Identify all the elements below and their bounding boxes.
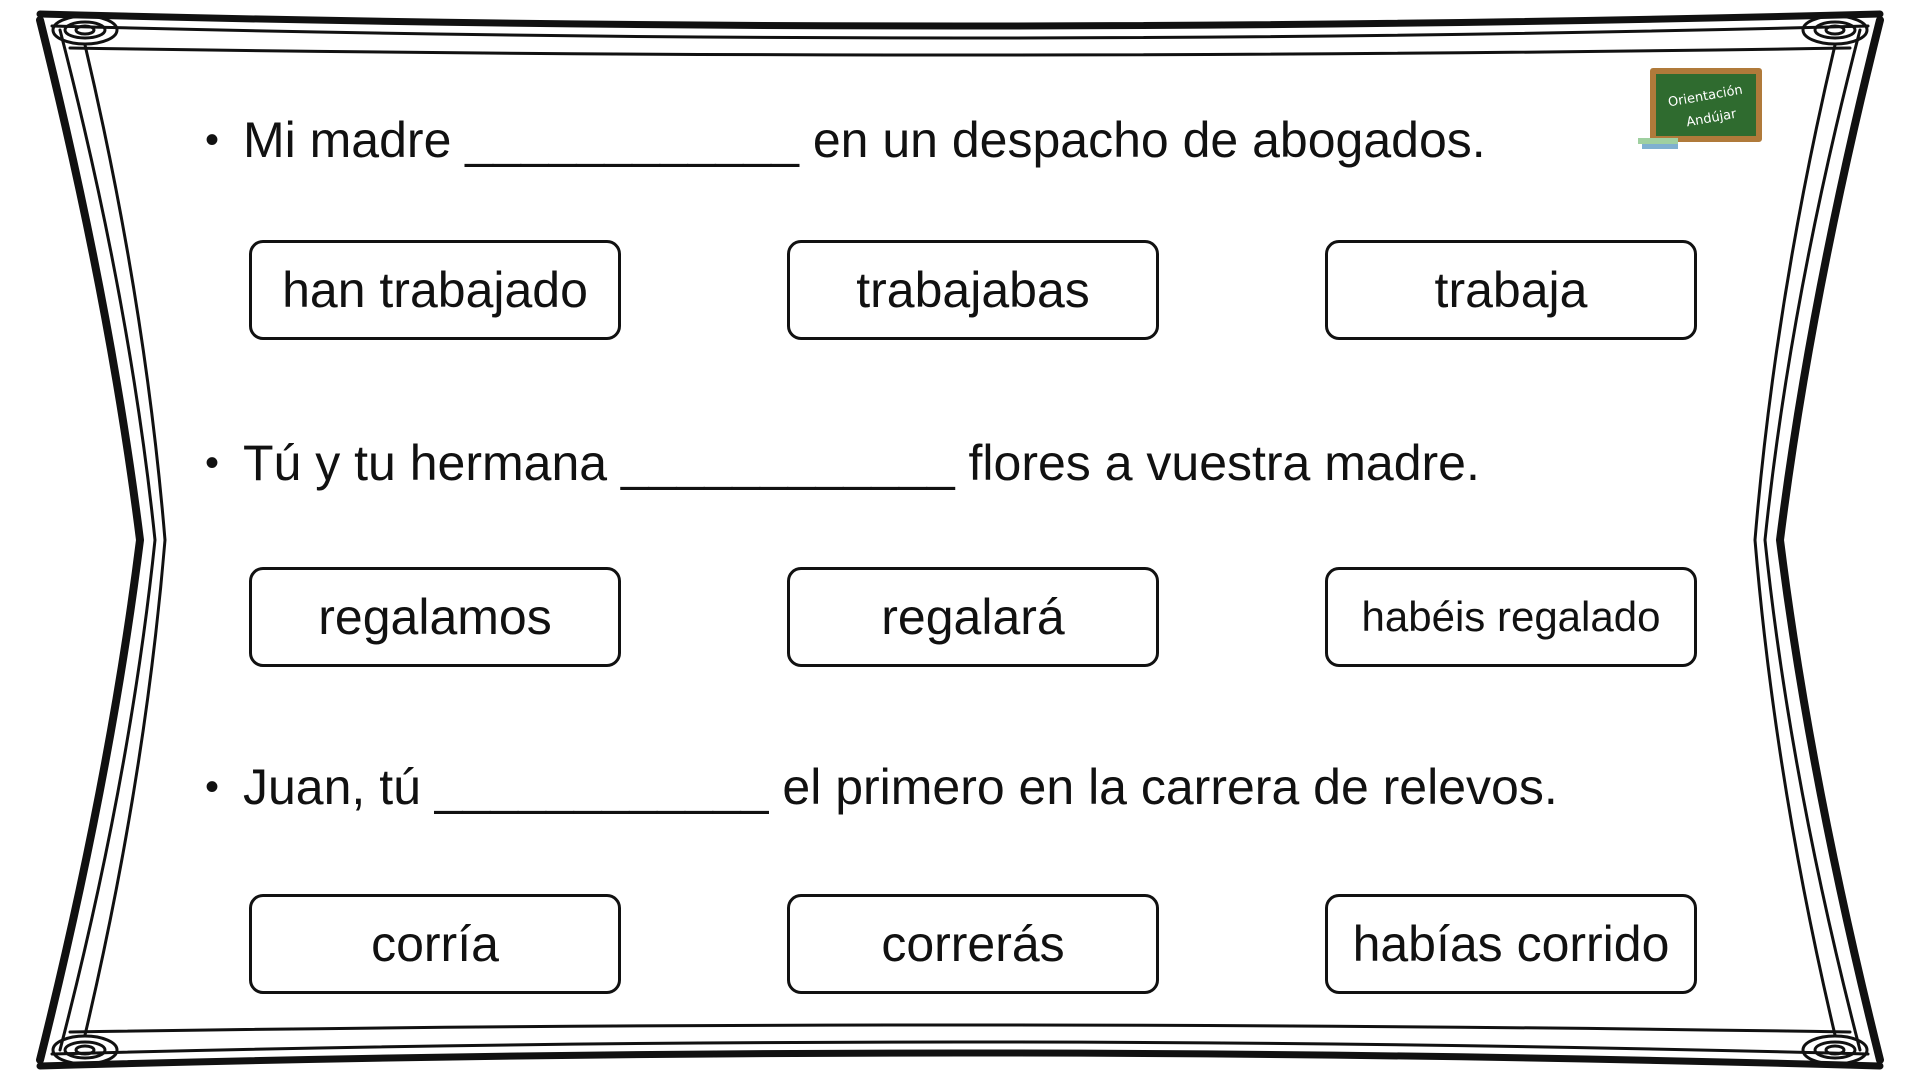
option-1-1[interactable]: han trabajado [249,240,621,340]
sentence-3-text: Juan, tú ____________ el primero en la c… [243,759,1558,815]
sentence-2: • Tú y tu hermana ____________ flores a v… [205,433,1480,493]
option-1-3[interactable]: trabaja [1325,240,1697,340]
option-3-1[interactable]: corría [249,894,621,994]
chalkboard-logo-icon: Orientación Andújar [1638,68,1762,149]
bullet: • [205,118,220,162]
sentence-1: • Mi madre ____________ en un despacho de… [205,110,1486,170]
option-3-2[interactable]: correrás [787,894,1159,994]
option-2-1[interactable]: regalamos [249,567,621,667]
option-2-3[interactable]: habéis regalado [1325,567,1697,667]
logo-books-2 [1642,144,1678,149]
logo-board [1656,74,1756,136]
option-1-2[interactable]: trabajabas [787,240,1159,340]
sentence-2-text: Tú y tu hermana ____________ flores a vu… [243,435,1480,491]
option-3-3[interactable]: habías corrido [1325,894,1697,994]
bullet: • [205,765,220,809]
option-2-2[interactable]: regalará [787,567,1159,667]
sentence-3: • Juan, tú ____________ el primero en la … [205,757,1558,817]
sentence-1-text: Mi madre ____________ en un despacho de … [243,112,1486,168]
logo-books [1638,138,1678,144]
bullet: • [205,441,220,485]
